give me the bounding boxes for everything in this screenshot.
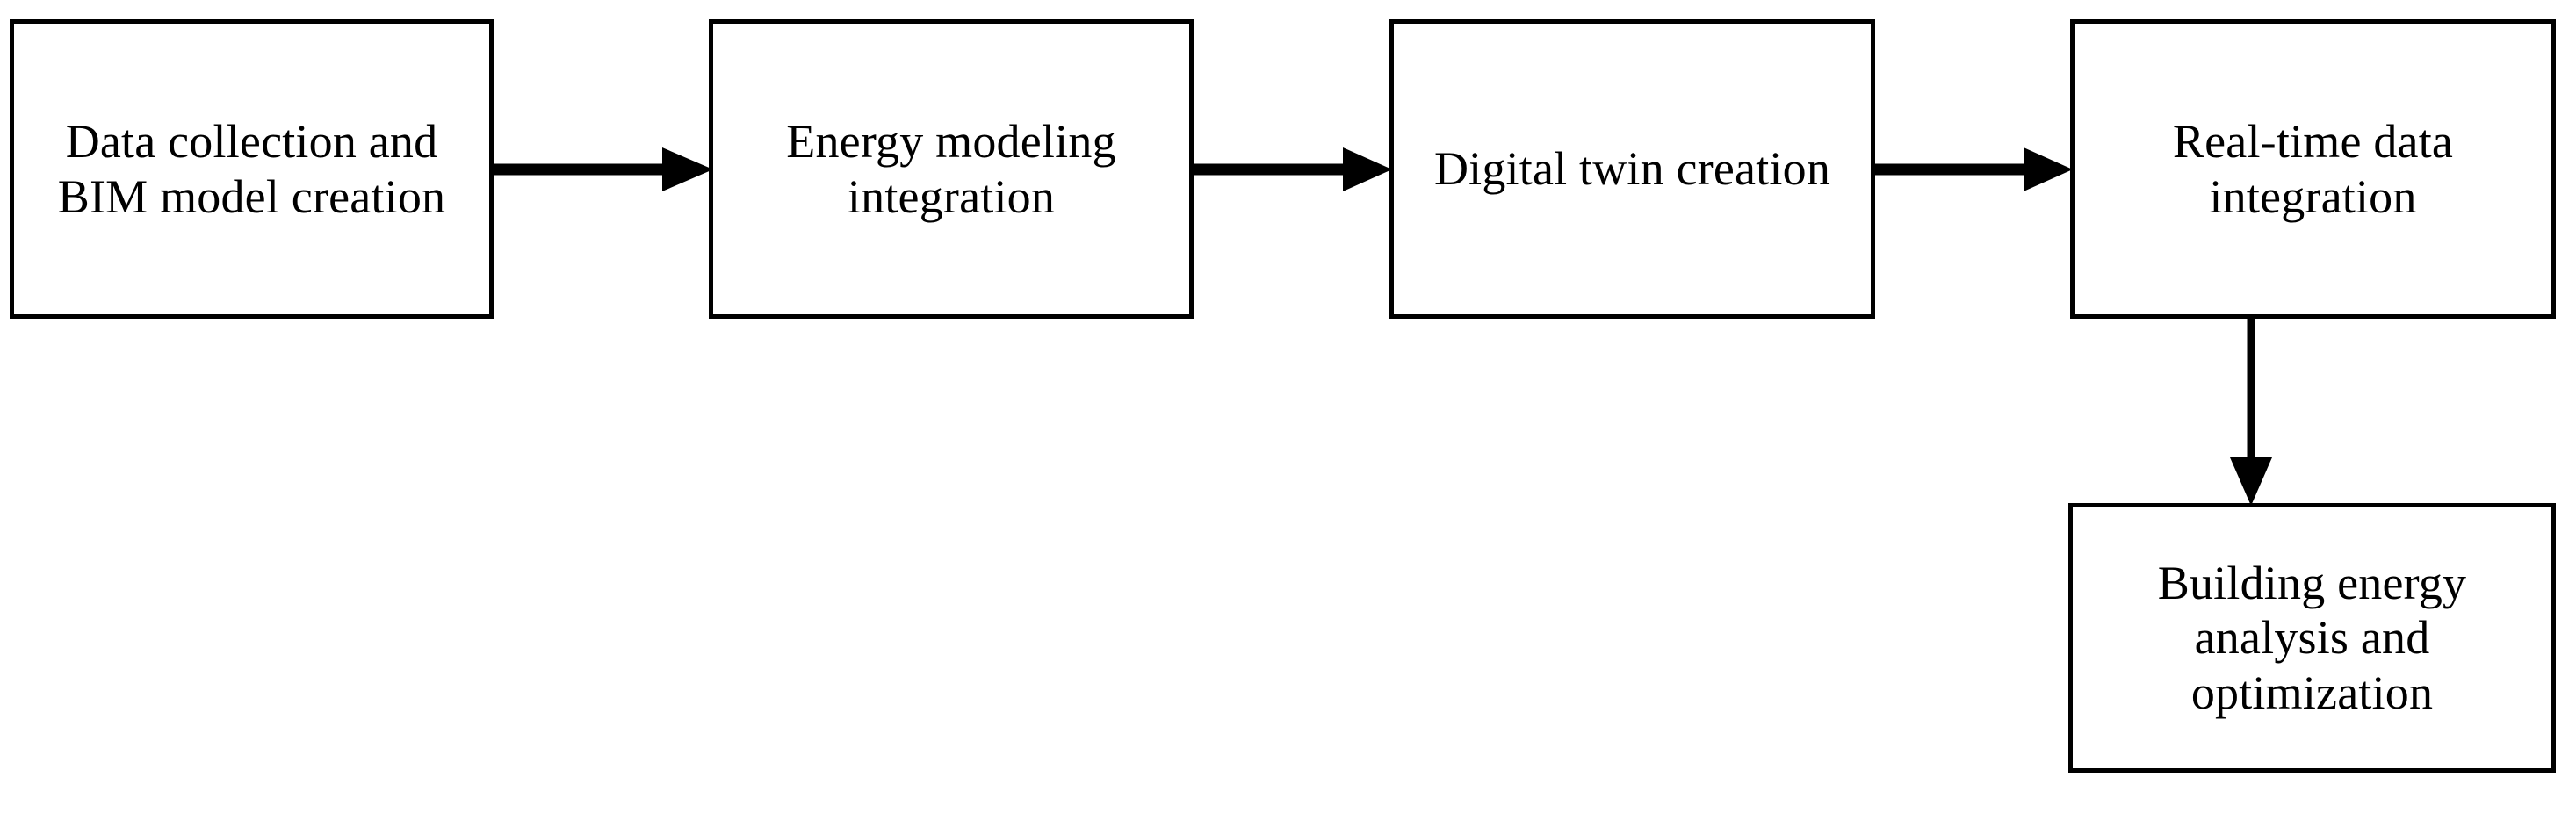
arrow-real-time-data-to-building-energy <box>2226 314 2276 507</box>
flow-node-label: Real-time data integration <box>2172 115 2454 223</box>
flow-node-digital-twin[interactable]: Digital twin creation <box>1389 19 1875 319</box>
flow-node-label: Data collection and BIM model creation <box>57 115 446 223</box>
flow-node-label: Energy modeling integration <box>786 115 1116 223</box>
flow-node-building-energy-analysis[interactable]: Building energy analysis and optimizatio… <box>2068 503 2556 773</box>
flow-node-label: Building energy analysis and optimizatio… <box>2157 557 2467 719</box>
flow-node-data-collection[interactable]: Data collection and BIM model creation <box>10 19 494 319</box>
arrow-energy-modeling-to-digital-twin <box>1190 145 1394 194</box>
arrow-digital-twin-to-real-time-data <box>1872 145 2075 194</box>
flow-node-energy-modeling[interactable]: Energy modeling integration <box>709 19 1194 319</box>
flow-node-label: Digital twin creation <box>1433 142 1831 196</box>
arrow-data-collection-to-energy-modeling <box>490 145 715 194</box>
flow-node-real-time-data[interactable]: Real-time data integration <box>2070 19 2556 319</box>
